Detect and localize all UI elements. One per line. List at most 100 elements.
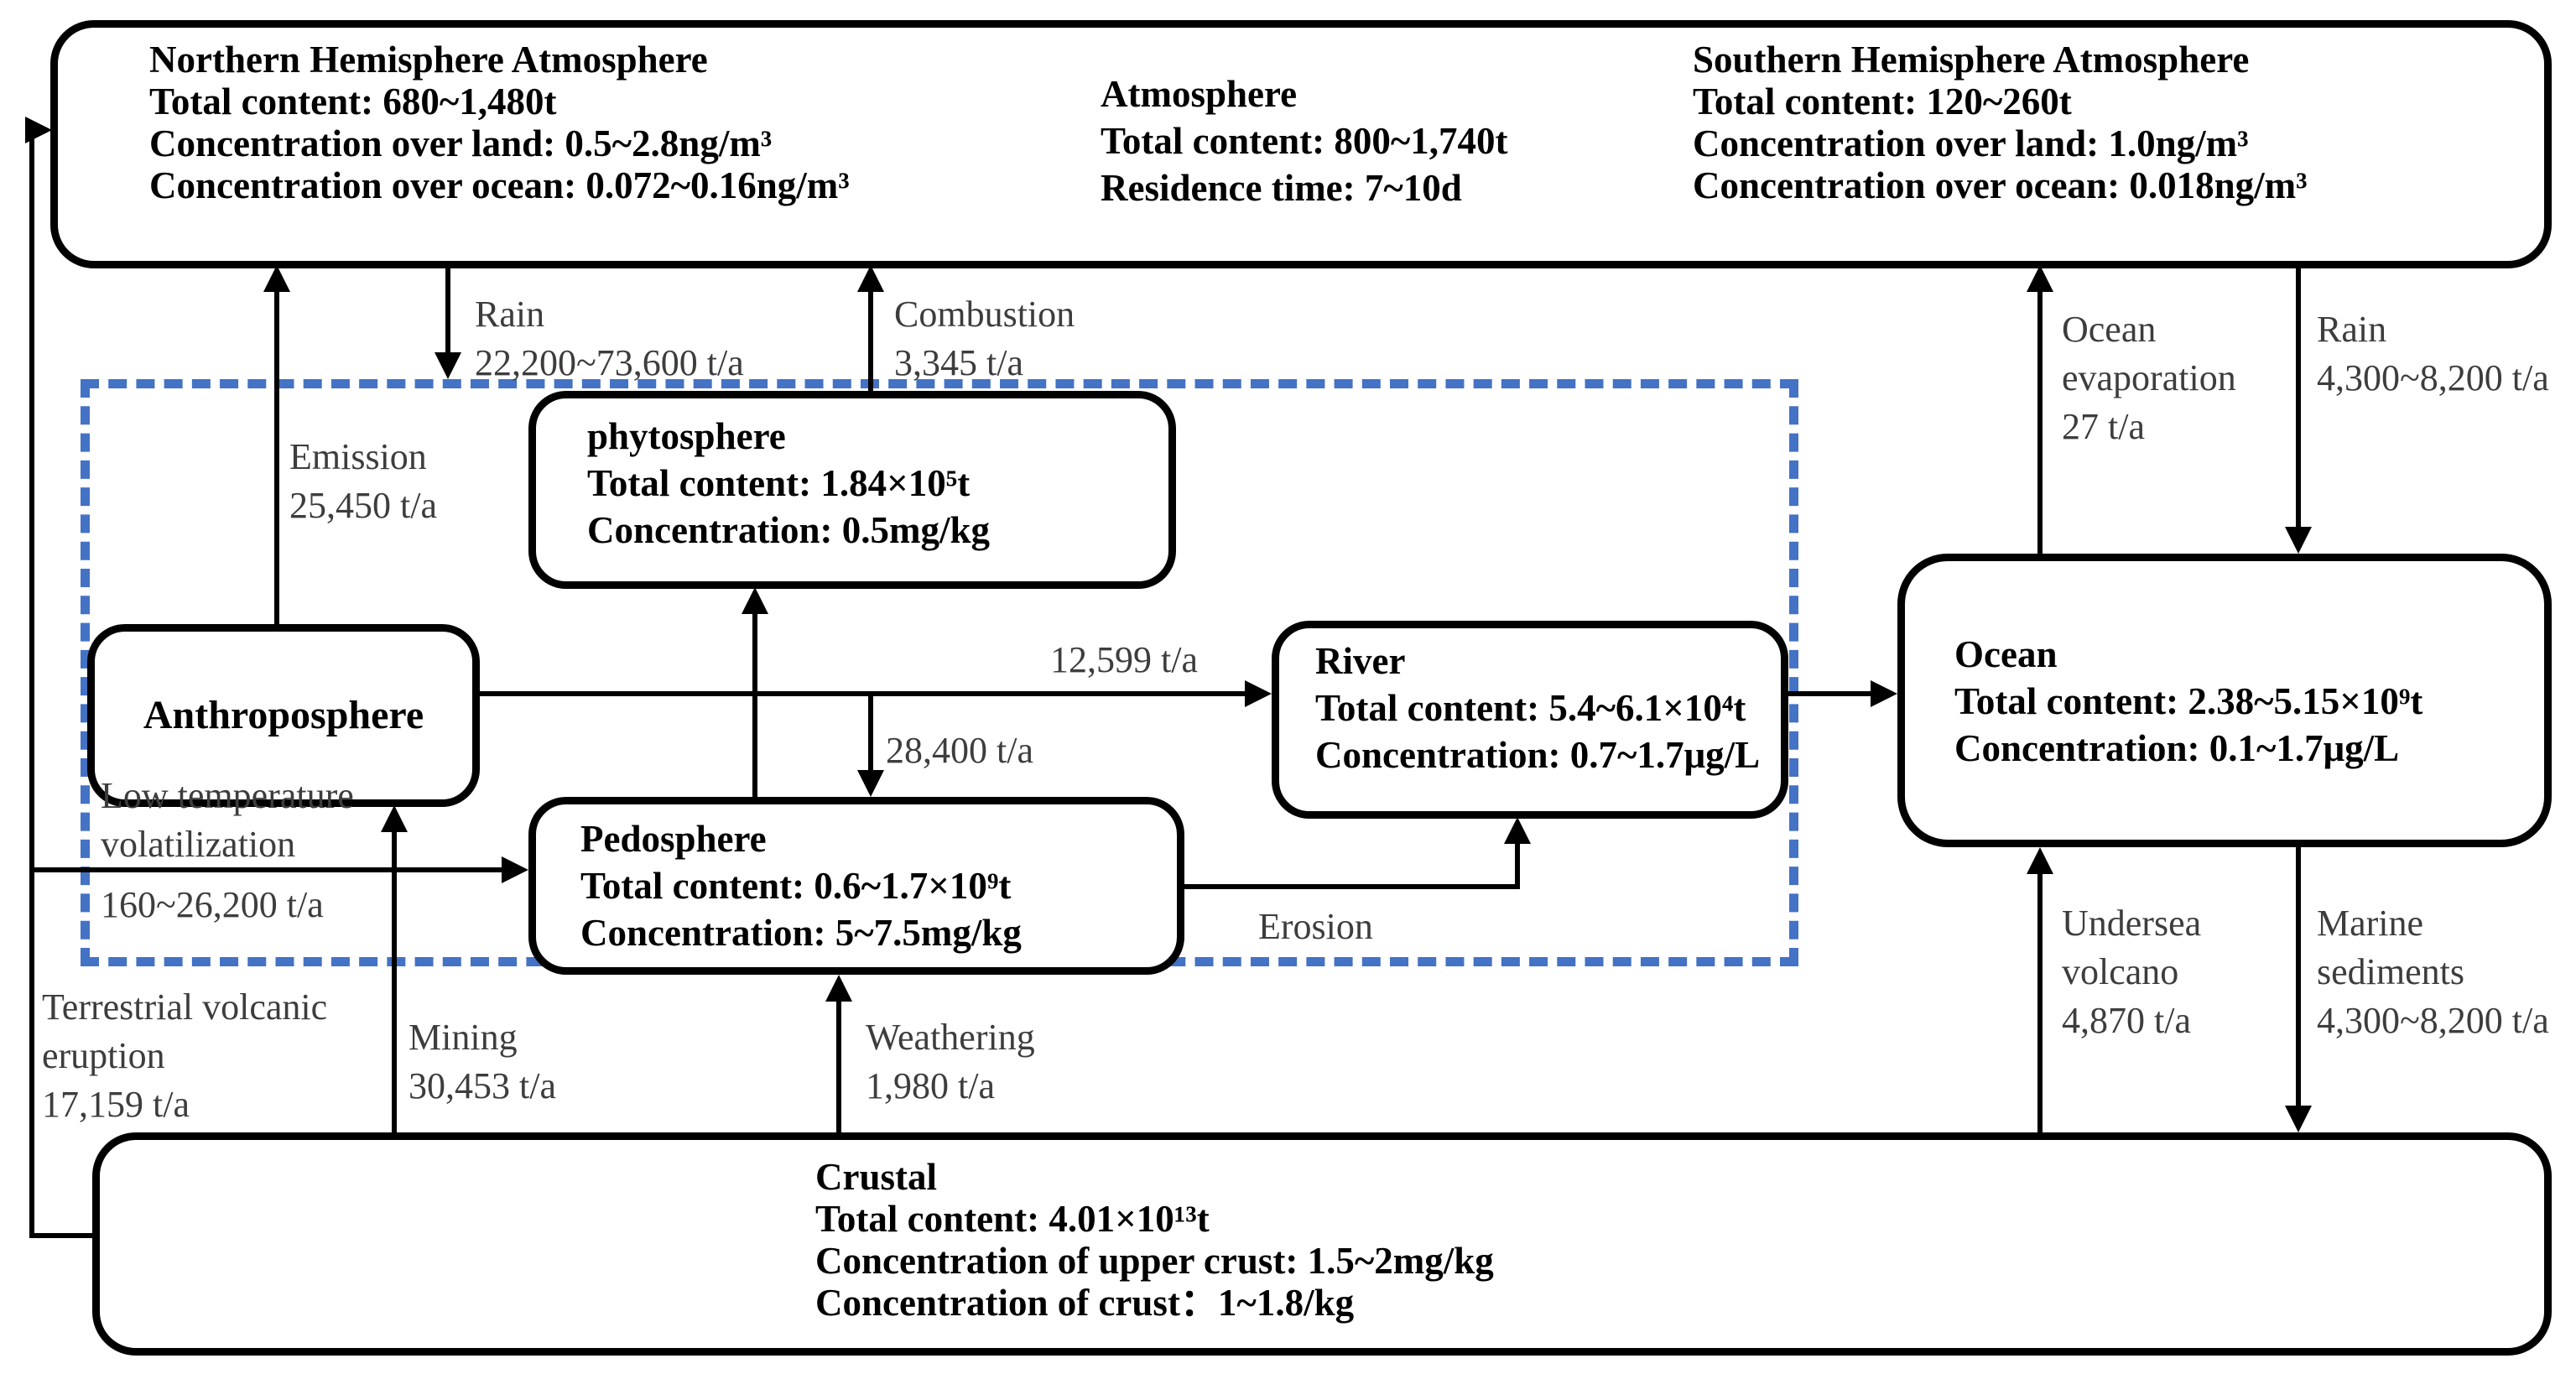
mining-arrowhead bbox=[381, 805, 408, 832]
to-pedosphere-arrowhead bbox=[857, 770, 884, 797]
atmosphere-line: Total content: 800~1,740t bbox=[1101, 120, 1508, 162]
rain-south-label: Rain 4,300~8,200 t/a bbox=[2317, 305, 2549, 403]
combustion-line bbox=[868, 285, 873, 391]
southern-hemisphere-text: Southern Hemisphere Atmosphere Total con… bbox=[1693, 39, 2308, 206]
crustal-line: Concentration of crust：1~1.8/kg bbox=[815, 1282, 1355, 1324]
volatilization-value: 160~26,200 t/a bbox=[101, 884, 324, 925]
crustal-line: Concentration of upper crust: 1.5~2mg/kg bbox=[815, 1240, 1494, 1282]
combustion-arrowhead bbox=[857, 265, 884, 292]
phytosphere-title: phytosphere bbox=[587, 415, 786, 457]
anthroposphere-to-river-label: 12,599 t/a bbox=[1050, 636, 1198, 684]
weathering-value: 1,980 t/a bbox=[866, 1065, 995, 1106]
anthroposphere-title: Anthroposphere bbox=[143, 693, 424, 737]
rain-north-name: Rain bbox=[475, 294, 545, 335]
phytosphere-box bbox=[528, 391, 1176, 589]
rain-south-name: Rain bbox=[2317, 309, 2387, 350]
northern-hemisphere-line: Concentration over ocean: 0.072~0.16ng/m… bbox=[149, 164, 850, 206]
northern-hemisphere-line: Concentration over land: 0.5~2.8ng/m³ bbox=[149, 122, 773, 164]
pedosphere-box bbox=[528, 797, 1184, 975]
terrestrial-volcanic-value: 17,159 t/a bbox=[42, 1084, 190, 1125]
to-pedosphere-label: 28,400 t/a bbox=[886, 726, 1033, 775]
rain-south-arrowhead bbox=[2285, 527, 2312, 554]
pedosphere-text: Pedosphere Total content: 0.6~1.7×10⁹t C… bbox=[580, 815, 1022, 956]
ocean-evaporation-name-line2: evaporation bbox=[2062, 357, 2236, 398]
volatilization-name-line2: volatilization bbox=[101, 824, 296, 865]
pedosphere-line: Total content: 0.6~1.7×10⁹t bbox=[580, 865, 1012, 907]
volatilization-name-line1: Low temperature bbox=[101, 775, 354, 816]
ocean-box bbox=[1897, 554, 2552, 847]
pedosphere-to-phytosphere-arrowhead bbox=[742, 587, 768, 614]
crustal-line: Total content: 4.01×10¹³t bbox=[815, 1198, 1210, 1240]
rain-south-line bbox=[2296, 267, 2301, 528]
weathering-line bbox=[836, 1002, 841, 1132]
weathering-name: Weathering bbox=[866, 1017, 1035, 1058]
crustal-title: Crustal bbox=[815, 1156, 937, 1198]
rain-north-arrowhead bbox=[435, 352, 461, 379]
terrestrial-volcanic-line-vertical bbox=[29, 128, 34, 1238]
erosion-name: Erosion bbox=[1258, 906, 1373, 947]
pedosphere-title: Pedosphere bbox=[580, 818, 767, 860]
marine-sediments-name-line1: Marine bbox=[2317, 903, 2424, 944]
northern-hemisphere-line: Total content: 680~1,480t bbox=[149, 81, 557, 122]
ocean-evaporation-name-line1: Ocean bbox=[2062, 309, 2157, 350]
atmosphere-title: Atmosphere bbox=[1101, 73, 1298, 115]
pedosphere-line: Concentration: 5~7.5mg/kg bbox=[580, 912, 1022, 954]
terrestrial-volcanic-label: Terrestrial volcanic eruption 17,159 t/a bbox=[42, 983, 327, 1129]
river-title: River bbox=[1315, 640, 1406, 682]
ocean-evaporation-arrowhead bbox=[2027, 265, 2053, 292]
river-to-ocean-line bbox=[1788, 691, 1872, 696]
emission-arrowhead bbox=[263, 265, 290, 292]
volatilization-label-top: Low temperature volatilization bbox=[101, 772, 354, 869]
ocean-evaporation-value: 27 t/a bbox=[2062, 406, 2145, 447]
river-line: Total content: 5.4~6.1×10⁴t bbox=[1315, 687, 1746, 729]
northern-hemisphere-text: Northern Hemisphere Atmosphere Total con… bbox=[149, 39, 850, 206]
undersea-volcano-name-line2: volcano bbox=[2062, 951, 2179, 992]
river-box bbox=[1272, 621, 1788, 819]
mining-value: 30,453 t/a bbox=[409, 1065, 556, 1106]
ocean-line: Total content: 2.38~5.15×10⁹t bbox=[1954, 680, 2423, 722]
anthroposphere-to-river-line bbox=[480, 691, 1246, 696]
weathering-label: Weathering 1,980 t/a bbox=[866, 1013, 1035, 1111]
atmosphere-center-text: Atmosphere Total content: 800~1,740t Res… bbox=[1101, 70, 1507, 211]
emission-line bbox=[274, 285, 279, 624]
southern-hemisphere-line: Concentration over ocean: 0.018ng/m³ bbox=[1693, 164, 2308, 206]
phytosphere-line: Concentration: 0.5mg/kg bbox=[587, 509, 990, 551]
rain-north-value: 22,200~73,600 t/a bbox=[475, 342, 744, 383]
volatilization-line bbox=[29, 867, 503, 872]
anthroposphere-to-river-arrowhead bbox=[1245, 680, 1272, 707]
undersea-volcano-name-line1: Undersea bbox=[2062, 903, 2202, 944]
atmosphere-box bbox=[50, 20, 2552, 268]
river-text: River Total content: 5.4~6.1×10⁴t Concen… bbox=[1315, 638, 1760, 778]
anthroposphere-box: Anthroposphere bbox=[87, 624, 480, 807]
volatilization-arrowhead bbox=[502, 856, 528, 883]
emission-label: Emission 25,450 t/a bbox=[289, 433, 437, 530]
rain-south-value: 4,300~8,200 t/a bbox=[2317, 357, 2549, 398]
river-line: Concentration: 0.7~1.7μg/L bbox=[1315, 734, 1761, 776]
southern-hemisphere-line: Concentration over land: 1.0ng/m³ bbox=[1693, 122, 2249, 164]
ocean-title: Ocean bbox=[1954, 633, 2058, 675]
southern-hemisphere-line: Total content: 120~260t bbox=[1693, 81, 2072, 122]
terrestrial-volcanic-name-line1: Terrestrial volcanic bbox=[42, 986, 328, 1028]
combustion-name: Combustion bbox=[894, 294, 1075, 335]
weathering-arrowhead bbox=[825, 975, 852, 1002]
southern-hemisphere-title: Southern Hemisphere Atmosphere bbox=[1693, 39, 2250, 81]
northern-hemisphere-title: Northern Hemisphere Atmosphere bbox=[149, 39, 708, 81]
to-pedosphere-line bbox=[868, 694, 873, 772]
terrestrial-volcanic-line-bottom bbox=[29, 1233, 96, 1238]
mining-label: Mining 30,453 t/a bbox=[409, 1013, 556, 1111]
undersea-volcano-label: Undersea volcano 4,870 t/a bbox=[2062, 899, 2201, 1045]
volatilization-label-value: 160~26,200 t/a bbox=[101, 881, 324, 929]
combustion-value: 3,345 t/a bbox=[894, 342, 1023, 383]
emission-name: Emission bbox=[289, 436, 427, 477]
mining-name: Mining bbox=[409, 1017, 518, 1058]
marine-sediments-arrowhead bbox=[2285, 1106, 2312, 1132]
marine-sediments-name-line2: sediments bbox=[2317, 951, 2464, 992]
crustal-box bbox=[92, 1132, 2552, 1356]
erosion-line-horizontal bbox=[1184, 884, 1520, 889]
pedosphere-to-phytosphere-line bbox=[752, 614, 757, 797]
undersea-volcano-line bbox=[2037, 874, 2043, 1132]
marine-sediments-line bbox=[2296, 847, 2301, 1107]
ocean-line: Concentration: 0.1~1.7μg/L bbox=[1954, 727, 2400, 769]
to-pedosphere-value: 28,400 t/a bbox=[886, 730, 1033, 771]
